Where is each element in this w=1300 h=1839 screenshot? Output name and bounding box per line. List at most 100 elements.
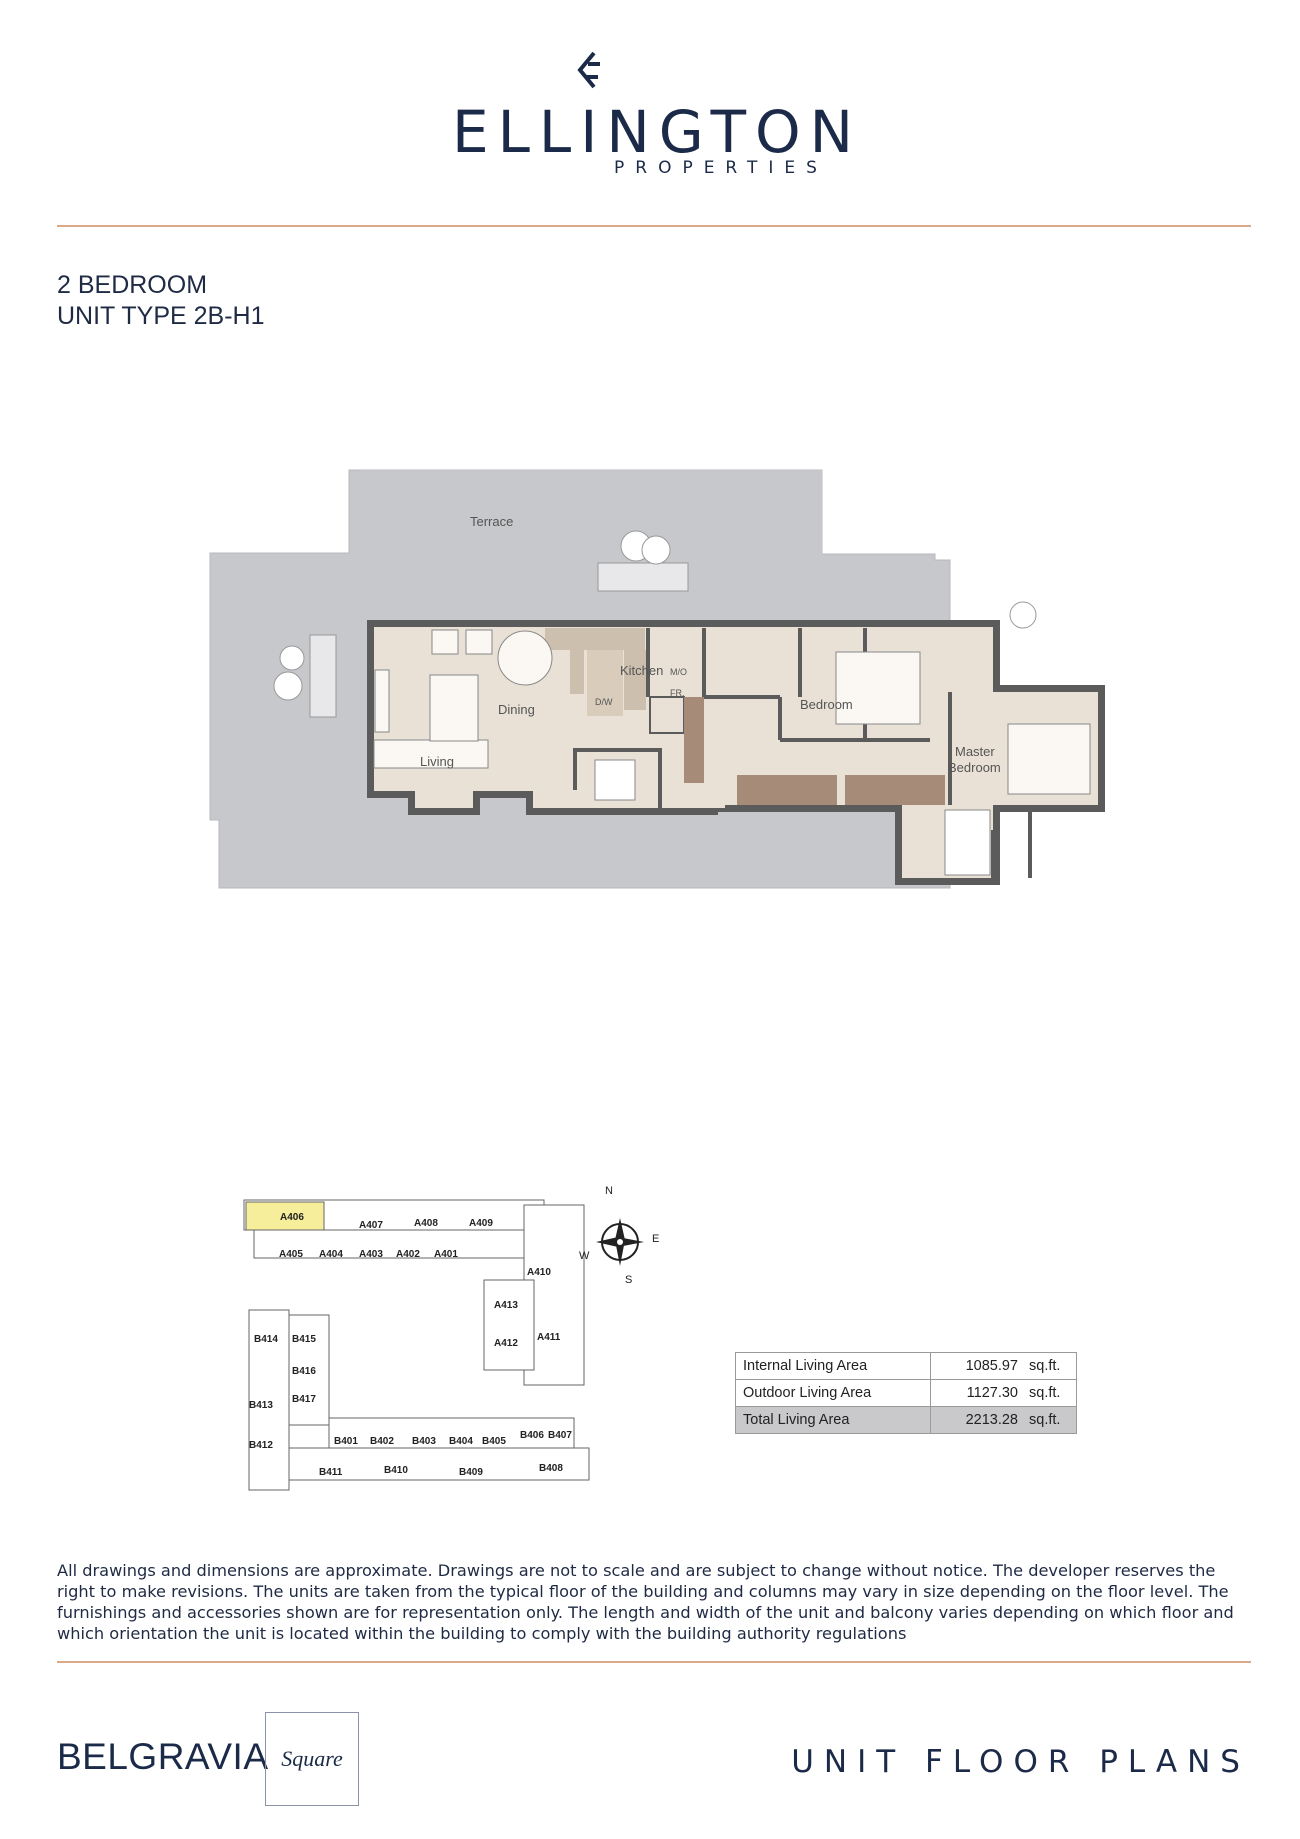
label-kitchen: Kitchen xyxy=(620,663,663,678)
area-row: Internal Living Area 1085.97 sq.ft. xyxy=(735,1352,1077,1380)
master-bath xyxy=(944,809,991,876)
compass-n: N xyxy=(605,1185,613,1197)
kitchen-island xyxy=(587,650,623,716)
unit-b407: B407 xyxy=(548,1430,572,1441)
wardrobe-1 xyxy=(737,775,837,805)
block-a-inner xyxy=(483,1279,535,1371)
label-master-1: Master xyxy=(955,744,995,759)
compass-e: E xyxy=(652,1233,659,1245)
block-b-row2 xyxy=(288,1447,590,1481)
kitchen-counter xyxy=(545,628,645,650)
unit-b404: B404 xyxy=(449,1436,473,1447)
label-master-2: Bedroom xyxy=(948,760,1001,775)
unit-a403: A403 xyxy=(359,1249,383,1260)
kitchen-appliances xyxy=(624,650,646,710)
area-label: Total Living Area xyxy=(735,1406,931,1434)
label-bedroom: Bedroom xyxy=(800,697,853,712)
unit-b416: B416 xyxy=(292,1366,316,1377)
unit-a404: A404 xyxy=(319,1249,343,1260)
dining-table xyxy=(497,630,553,686)
tv-unit xyxy=(374,669,390,733)
unit-a402: A402 xyxy=(396,1249,420,1260)
unit-a409: A409 xyxy=(469,1218,493,1229)
area-unit: sq.ft. xyxy=(1022,1352,1077,1380)
area-value: 1127.30 xyxy=(930,1379,1022,1407)
kitchen-bar xyxy=(570,650,584,694)
project-script: Square xyxy=(281,1746,343,1771)
ellington-e-monogram-icon xyxy=(577,51,600,89)
unit-a408: A408 xyxy=(414,1218,438,1229)
unit-floor-plan: Terrace Kitchen Dining Living Bedroom Ma… xyxy=(209,469,1105,889)
compass-w: W xyxy=(579,1250,590,1262)
unit-a410: A410 xyxy=(527,1267,551,1278)
label-dining: Dining xyxy=(498,702,535,717)
unit-b414: B414 xyxy=(254,1334,278,1345)
area-row: Outdoor Living Area 1127.30 sq.ft. xyxy=(735,1379,1077,1407)
top-divider xyxy=(57,225,1251,227)
label-terrace: Terrace xyxy=(470,514,513,529)
unit-b417: B417 xyxy=(292,1394,316,1405)
unit-b412: B412 xyxy=(249,1440,273,1451)
terrace-table-right xyxy=(1009,601,1037,629)
unit-b413: B413 xyxy=(249,1400,273,1411)
coffee-table xyxy=(429,674,479,742)
unit-b405: B405 xyxy=(482,1436,506,1447)
block-b-row1 xyxy=(328,1417,575,1449)
area-label: Internal Living Area xyxy=(735,1352,931,1380)
area-unit: sq.ft. xyxy=(1022,1379,1077,1407)
terrace-top xyxy=(360,470,822,566)
wardrobe-2 xyxy=(845,775,945,805)
unit-b409: B409 xyxy=(459,1467,483,1478)
label-fridge: FR. xyxy=(670,688,685,698)
unit-a401: A401 xyxy=(434,1249,458,1260)
compass-icon xyxy=(596,1218,644,1266)
label-microwave: M/O xyxy=(670,667,687,677)
unit-title: 2 BEDROOM UNIT TYPE 2B-H1 xyxy=(57,270,264,332)
disclaimer: All drawings and dimensions are approxim… xyxy=(57,1561,1234,1643)
key-plan-highlight xyxy=(245,1201,325,1231)
unit-a405: A405 xyxy=(279,1249,303,1260)
area-label: Outdoor Living Area xyxy=(735,1379,931,1407)
unit-b408: B408 xyxy=(539,1463,563,1474)
terrace-sofa-left xyxy=(309,634,337,718)
key-plan: A406 A407 A408 A409 A405 A404 A403 A402 … xyxy=(243,1185,659,1491)
area-value: 1085.97 xyxy=(930,1352,1022,1380)
unit-b402: B402 xyxy=(370,1436,394,1447)
unit-b401: B401 xyxy=(334,1436,358,1447)
brand-sub: PROPERTIES xyxy=(614,158,828,178)
unit-b403: B403 xyxy=(412,1436,436,1447)
unit-b410: B410 xyxy=(384,1465,408,1476)
label-dishwasher: D/W xyxy=(595,697,613,707)
terrace-sofa xyxy=(597,562,689,592)
compass-s: S xyxy=(625,1274,632,1286)
closet xyxy=(684,697,704,783)
brand-name: ELLINGTON xyxy=(451,98,863,166)
block-b-inner xyxy=(288,1314,330,1426)
bed-bedroom xyxy=(835,651,921,725)
unit-a413: A413 xyxy=(494,1300,518,1311)
project-name: BELGRAVIA xyxy=(57,1736,269,1777)
section-title: UNIT FLOOR PLANS xyxy=(791,1744,1250,1780)
unit-a411: A411 xyxy=(537,1332,561,1343)
unit-a406: A406 xyxy=(280,1212,304,1223)
unit-bedrooms: 2 BEDROOM xyxy=(57,271,208,299)
area-unit: sq.ft. xyxy=(1022,1406,1077,1434)
armchair-2 xyxy=(465,629,493,655)
armchair-1 xyxy=(431,629,459,655)
unit-b406: B406 xyxy=(520,1430,544,1441)
unit-b415: B415 xyxy=(292,1334,316,1345)
label-living: Living xyxy=(420,754,454,769)
terrace-table-left-2 xyxy=(279,645,305,671)
unit-a412: A412 xyxy=(494,1338,518,1349)
project-script-box: Square xyxy=(265,1712,359,1806)
unit-b411: B411 xyxy=(319,1467,343,1478)
area-row-total: Total Living Area 2213.28 sq.ft. xyxy=(735,1406,1077,1434)
unit-a407: A407 xyxy=(359,1220,383,1231)
terrace-table-2 xyxy=(641,535,671,565)
area-value: 2213.28 xyxy=(930,1406,1022,1434)
area-table: Internal Living Area 1085.97 sq.ft. Outd… xyxy=(735,1352,1077,1434)
bottom-divider xyxy=(57,1661,1251,1663)
unit-type: UNIT TYPE 2B-H1 xyxy=(57,302,265,330)
guest-bath xyxy=(594,759,636,801)
bed-master xyxy=(1007,723,1091,795)
